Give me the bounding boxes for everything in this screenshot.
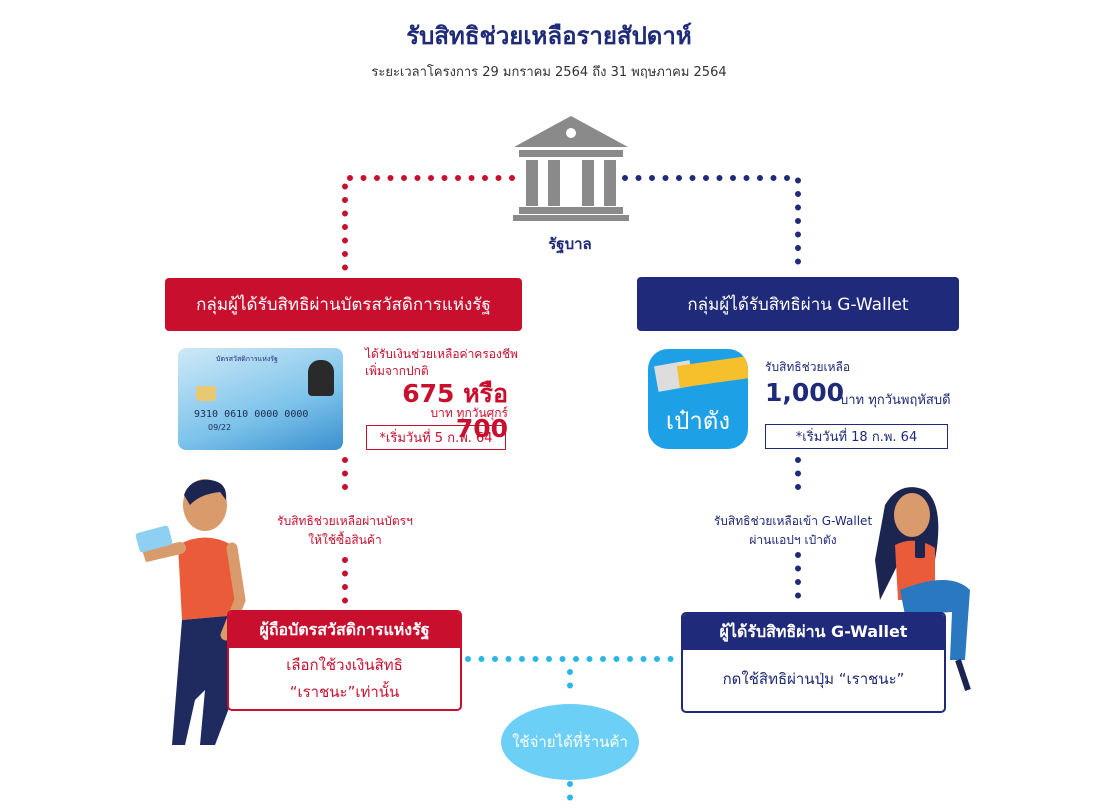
card-number: 9310 0610 0000 0000 (194, 409, 309, 420)
woman-illustration (875, 487, 971, 691)
gwallet-flow-label: รับสิทธิช่วยเหลือเข้า G-Wallet ผ่านแอปฯ … (693, 512, 893, 550)
navy-connector-top (622, 175, 801, 275)
gwallet-user-box: ผู้ได้รับสิทธิผ่าน G-Wallet กดใช้สิทธิผ่… (681, 612, 946, 713)
bank-icon (513, 116, 629, 221)
card-chip (196, 386, 216, 401)
page-subtitle: ระยะเวลาโครงการ 29 มกราคม 2564 ถึง 31 พฤ… (371, 65, 727, 80)
gwallet-amount: 1,000 (765, 378, 845, 407)
man-illustration (135, 479, 246, 745)
welfare-flow-line2: ให้ใช้ซื้อสินค้า (308, 533, 382, 547)
welfare-holder-line1: เลือกใช้วงเงินสิทธิ (286, 656, 403, 674)
welfare-desc-line2: เพิ่มจากปกติ (365, 364, 429, 378)
gwallet-start-date: *เริ่มวันที่ 18 ก.พ. 64 (765, 424, 948, 449)
gwallet-user-header: ผู้ได้รับสิทธิผ่าน G-Wallet (683, 614, 944, 650)
welfare-unit: บาท ทุกวันศุกร์ (430, 406, 508, 420)
red-connector-top (342, 175, 515, 275)
card-photo (308, 360, 334, 396)
app-name: เป๋าตัง (665, 407, 731, 435)
card-expiry: 09/22 (208, 423, 232, 432)
paotang-app-icon: เป๋าตัง (648, 349, 748, 449)
shop-label: ใช้จ่ายได้ที่ร้านค้า (512, 733, 628, 751)
card-title: บัตรสวัสดิการแห่งรัฐ (216, 355, 278, 363)
gwallet-user-line1: กดใช้สิทธิผ่านปุ่ม “เราชนะ” (722, 670, 905, 688)
welfare-flow-line1: รับสิทธิช่วยเหลือผ่านบัตรฯ (277, 514, 413, 528)
welfare-desc: ได้รับเงินช่วยเหลือค่าครองชีพ เพิ่มจากปก… (365, 346, 518, 380)
welfare-amount: 675 หรือ 700 (402, 379, 508, 443)
gwallet-unit: บาท ทุกวันพฤหัสบดี (840, 393, 951, 408)
government-label: รัฐบาล (548, 235, 592, 253)
gwallet-desc: รับสิทธิช่วยเหลือ (765, 360, 851, 374)
welfare-holder-box: ผู้ถือบัตรสวัสดิการแห่งรัฐ เลือกใช้วงเงิ… (227, 610, 462, 711)
welfare-start-date: *เริ่มวันที่ 5 ก.พ. 64 (366, 425, 506, 450)
welfare-flow-label: รับสิทธิช่วยเหลือผ่านบัตรฯ ให้ใช้ซื้อสิน… (245, 512, 445, 550)
shop-bubble (501, 704, 639, 780)
welfare-group-header: กลุ่มผู้ได้รับสิทธิผ่านบัตรสวัสดิการแห่ง… (165, 278, 522, 331)
gwallet-group-header: กลุ่มผู้ได้รับสิทธิผ่าน G-Wallet (637, 277, 959, 331)
page-title: รับสิทธิช่วยเหลือรายสัปดาห์ (406, 22, 692, 50)
welfare-holder-header: ผู้ถือบัตรสวัสดิการแห่งรัฐ (229, 612, 460, 648)
gwallet-flow-line1: รับสิทธิช่วยเหลือเข้า G-Wallet (713, 514, 873, 528)
welfare-holder-line2: “เราชนะ”เท่านั้น (289, 683, 400, 701)
gwallet-flow-line2: ผ่านแอปฯ เป๋าตัง (749, 533, 837, 547)
welfare-desc-line1: ได้รับเงินช่วยเหลือค่าครองชีพ (365, 347, 518, 361)
welfare-card-image: บัตรสวัสดิการแห่งรัฐ 9310 0610 0000 0000… (178, 348, 343, 450)
